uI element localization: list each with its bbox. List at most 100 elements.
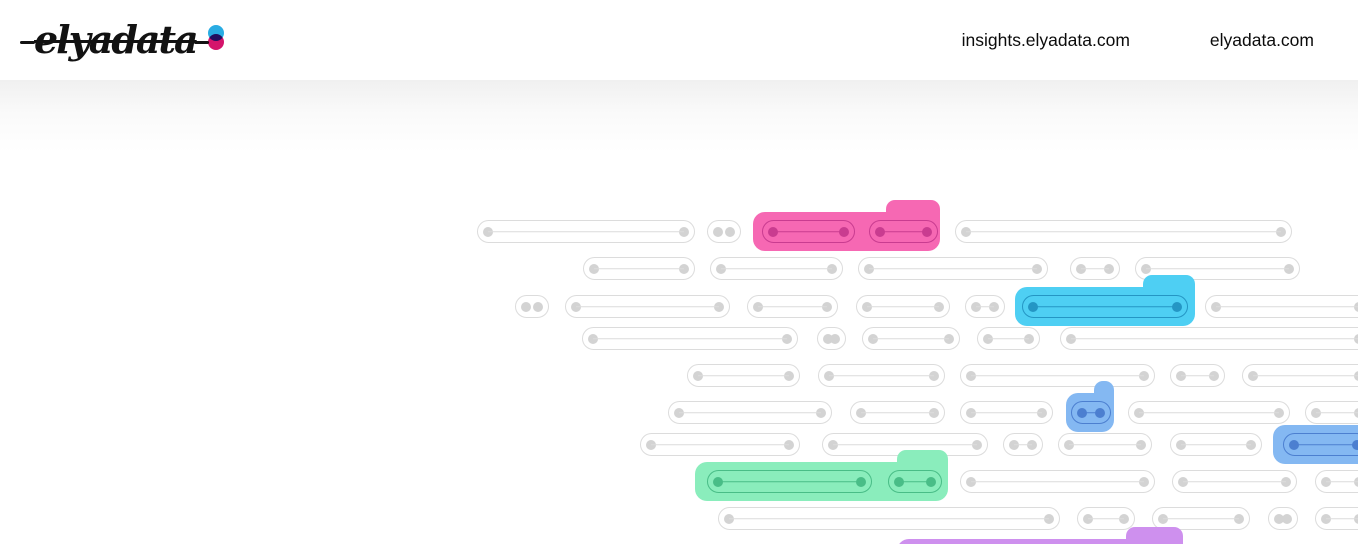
pill-bar: [850, 401, 945, 424]
two-dots-logo-icon: [207, 24, 224, 58]
pill-dot: [934, 301, 944, 312]
pill-dot: [922, 226, 932, 237]
pill-pattern: [0, 80, 1358, 544]
pill-dot: [1246, 439, 1256, 450]
pill-dot: [1139, 476, 1149, 487]
pill-dot: [533, 301, 543, 312]
pill-connector-line: [829, 374, 934, 377]
pill-dot: [1234, 513, 1244, 524]
pill-connector-line: [1326, 480, 1358, 483]
pill-bar: [565, 295, 730, 318]
pill-connector-line: [1216, 305, 1358, 308]
nav-link-main-site[interactable]: elyadata.com: [1209, 29, 1314, 50]
pill-dot: [1027, 439, 1037, 450]
pill-bar: [818, 364, 945, 387]
pill-dots: [707, 220, 741, 243]
pill-connector-line: [1146, 267, 1289, 270]
pill-dot: [784, 439, 794, 450]
pill-bar: [869, 220, 938, 243]
pill-connector-line: [971, 480, 1144, 483]
pill-bar: [1077, 507, 1135, 530]
pill-bar: [960, 470, 1155, 493]
pill-bar: [1172, 470, 1297, 493]
pill-connector-line: [1069, 443, 1141, 446]
highlight-group-tab: [1094, 381, 1114, 405]
highlight-group-tab: [1126, 527, 1183, 544]
pill-dot: [972, 439, 982, 450]
pill-dot: [856, 476, 866, 487]
pill-connector-line: [1082, 411, 1100, 414]
pill-connector-line: [1139, 411, 1279, 414]
pill-connector-line: [721, 267, 832, 270]
logo-dash-right: [193, 41, 209, 44]
pill-dot: [1172, 301, 1182, 312]
pill-bar: [747, 295, 838, 318]
pill-bar: [1003, 433, 1043, 456]
pill-dot: [1139, 370, 1149, 381]
pill-bar: [1060, 327, 1358, 350]
pill-bar: [888, 470, 942, 493]
pill-dot: [1119, 513, 1129, 524]
logo-dash-left: [20, 41, 35, 44]
logo-wordmark: elyadata: [20, 21, 209, 59]
site-header: elyadata insights.elyadata.com elyadata.…: [0, 0, 1358, 80]
pill-bar: [955, 220, 1292, 243]
pill-dot: [827, 263, 837, 274]
pill-dot: [1274, 407, 1284, 418]
pill-connector-line: [1253, 374, 1358, 377]
pill-bar: [858, 257, 1048, 280]
pill-dot: [1032, 263, 1042, 274]
logo-link[interactable]: elyadata: [20, 21, 224, 59]
pill-dot: [679, 226, 689, 237]
pill-dot: [1282, 513, 1292, 524]
pill-dot: [1136, 439, 1146, 450]
pill-dot: [1024, 333, 1034, 344]
pill-dot: [929, 407, 939, 418]
pill-dot: [944, 333, 954, 344]
pill-dot: [1044, 513, 1054, 524]
pill-dot: [714, 301, 724, 312]
pill-connector-line: [899, 480, 931, 483]
pill-connector-line: [594, 267, 684, 270]
pill-connector-line: [651, 443, 789, 446]
pill-bar: [668, 401, 832, 424]
pill-bar: [1071, 401, 1111, 424]
pill-dot: [989, 301, 999, 312]
pill-bar: [687, 364, 800, 387]
logo-dot-magenta: [207, 34, 224, 50]
highlight-group-purple: [897, 527, 1183, 544]
pill-dot: [1274, 513, 1284, 524]
nav-link-insights[interactable]: insights.elyadata.com: [961, 29, 1130, 50]
pill-connector-line: [873, 337, 949, 340]
pill-connector-line: [576, 305, 719, 308]
pill-connector-line: [1316, 411, 1358, 414]
pill-bar: [1305, 401, 1358, 424]
pill-bar: [1152, 507, 1250, 530]
pill-dot: [1209, 370, 1219, 381]
pill-dot: [830, 333, 840, 344]
pill-connector-line: [1181, 443, 1251, 446]
pill-connector-line: [880, 230, 927, 233]
pill-bar: [582, 327, 798, 350]
pill-dot: [679, 263, 689, 274]
pill-dot: [784, 370, 794, 381]
pill-bar: [960, 401, 1053, 424]
pill-bar: [1315, 470, 1358, 493]
pill-connector-line: [976, 305, 994, 308]
pill-dot: [1284, 263, 1294, 274]
pill-dot: [1276, 226, 1286, 237]
pill-connector-line: [861, 411, 934, 414]
pill-connector-line: [867, 305, 939, 308]
pill-bar: [965, 295, 1005, 318]
pill-dots: [515, 295, 549, 318]
pill-dot: [521, 301, 531, 312]
pill-bar: [640, 433, 800, 456]
pill-dot: [725, 226, 735, 237]
pill-connector-line: [1014, 443, 1032, 446]
pill-bar: [1058, 433, 1152, 456]
header-nav: insights.elyadata.com elyadata.com: [962, 30, 1314, 51]
pill-bar: [1170, 364, 1225, 387]
pill-dot: [713, 226, 723, 237]
pill-dot: [1104, 263, 1114, 274]
pill-bar: [762, 220, 855, 243]
